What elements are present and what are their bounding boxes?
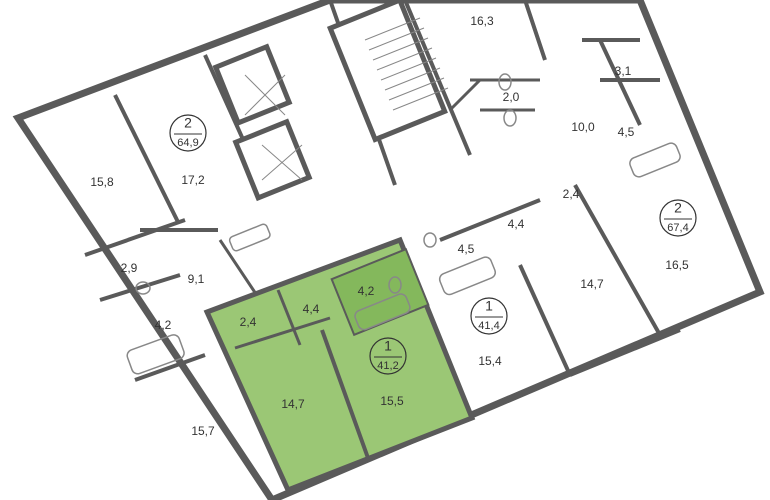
room-area: 2,4 (563, 187, 580, 201)
unit-badge[interactable]: 1 41,4 (470, 297, 508, 335)
room-labels: 16,3 3,1 2,0 10,0 4,5 15,8 17,2 2,4 4,4 … (90, 14, 689, 438)
room-area: 4,5 (618, 125, 635, 139)
room-area: 2,9 (121, 261, 138, 275)
room-area: 4,2 (155, 318, 172, 332)
unit-area: 41,4 (478, 320, 499, 332)
unit-number: 2 (184, 115, 192, 131)
room-area: 14,7 (281, 397, 305, 411)
unit-badge[interactable]: 2 67,4 (659, 199, 697, 237)
room-area: 16,5 (665, 258, 689, 272)
stairs (364, 17, 449, 111)
unit-number: 1 (384, 338, 392, 354)
unit-number: 1 (485, 298, 493, 314)
unit-badge[interactable]: 2 64,9 (169, 114, 207, 152)
room-area: 16,3 (470, 14, 494, 28)
room-area: 3,1 (615, 64, 632, 78)
unit-number: 2 (674, 200, 682, 216)
unit-area: 41,2 (377, 360, 398, 372)
unit-area: 67,4 (667, 222, 688, 234)
room-area: 4,4 (508, 217, 525, 231)
room-area: 4,2 (358, 284, 375, 298)
unit-area: 64,9 (177, 137, 198, 149)
room-area: 10,0 (571, 120, 595, 134)
room-area: 2,0 (503, 90, 520, 104)
room-area: 2,4 (240, 315, 257, 329)
room-area: 15,5 (380, 394, 404, 408)
room-area: 15,4 (478, 354, 502, 368)
elevator-marks (244, 74, 303, 181)
room-area: 14,7 (580, 277, 604, 291)
bathroom-fixtures (126, 73, 681, 375)
room-area: 4,4 (303, 302, 320, 316)
room-area: 17,2 (181, 173, 205, 187)
room-area: 15,8 (90, 175, 114, 189)
unit-badge[interactable]: 1 41,2 (369, 337, 407, 375)
room-area: 9,1 (188, 272, 205, 286)
room-area: 15,7 (191, 424, 215, 438)
room-area: 4,5 (458, 242, 475, 256)
